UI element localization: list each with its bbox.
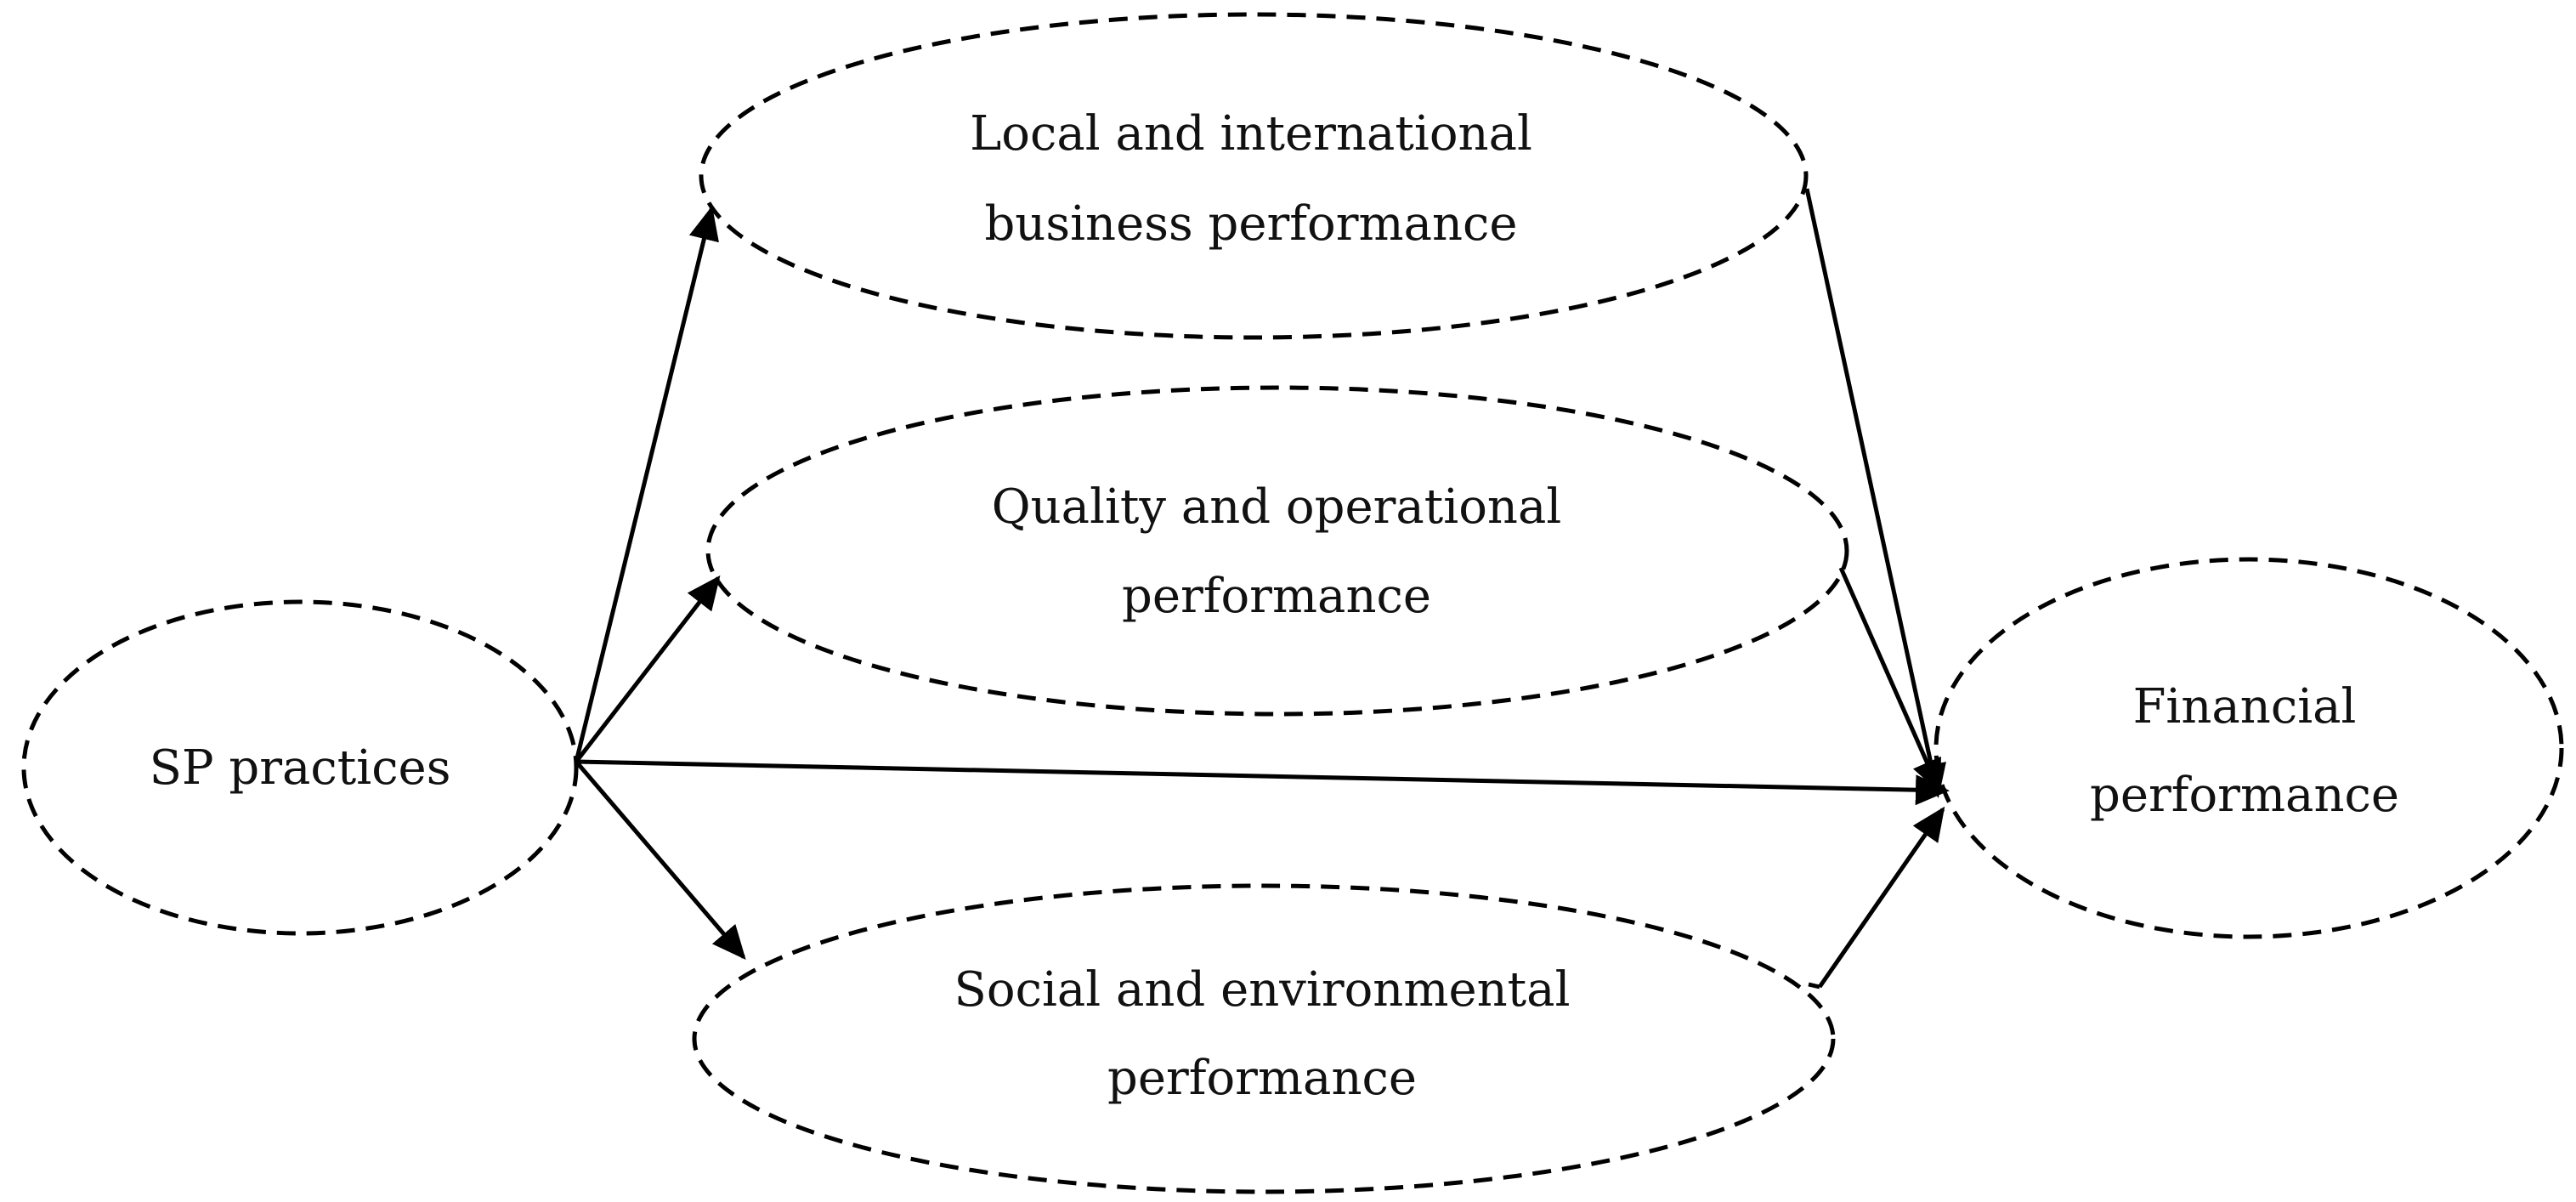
edge-quality-to-financial (1838, 566, 1942, 794)
label-financial-line2: performance (2090, 768, 2399, 823)
edge-social-to-financial (1817, 806, 1945, 989)
node-financial (1933, 557, 2564, 939)
edge-local-to-financial (1804, 188, 1946, 798)
label-local-international-line2: business performance (984, 196, 1517, 252)
label-quality-operational-line2: performance (1122, 569, 1431, 624)
edge-sp-to-social (575, 760, 746, 961)
node-quality-operational (705, 385, 1849, 717)
node-local-international (699, 12, 1809, 340)
edge-social-tick (1808, 982, 1820, 989)
edge-sp-to-financial (575, 759, 1950, 806)
edge-sp-to-quality (575, 575, 721, 763)
label-sp-practices: SP practices (150, 740, 451, 796)
label-social-environmental-line1: Social and environmental (954, 962, 1571, 1018)
node-social-environmental (692, 883, 1836, 1194)
node-sp-practices (21, 599, 579, 936)
label-local-international-line1: Local and international (970, 106, 1532, 162)
label-quality-operational-line1: Quality and operational (992, 479, 1562, 535)
label-social-environmental-line2: performance (1107, 1051, 1417, 1106)
edge-sp-to-local (574, 206, 719, 763)
label-financial-line1: Financial (2133, 679, 2357, 734)
